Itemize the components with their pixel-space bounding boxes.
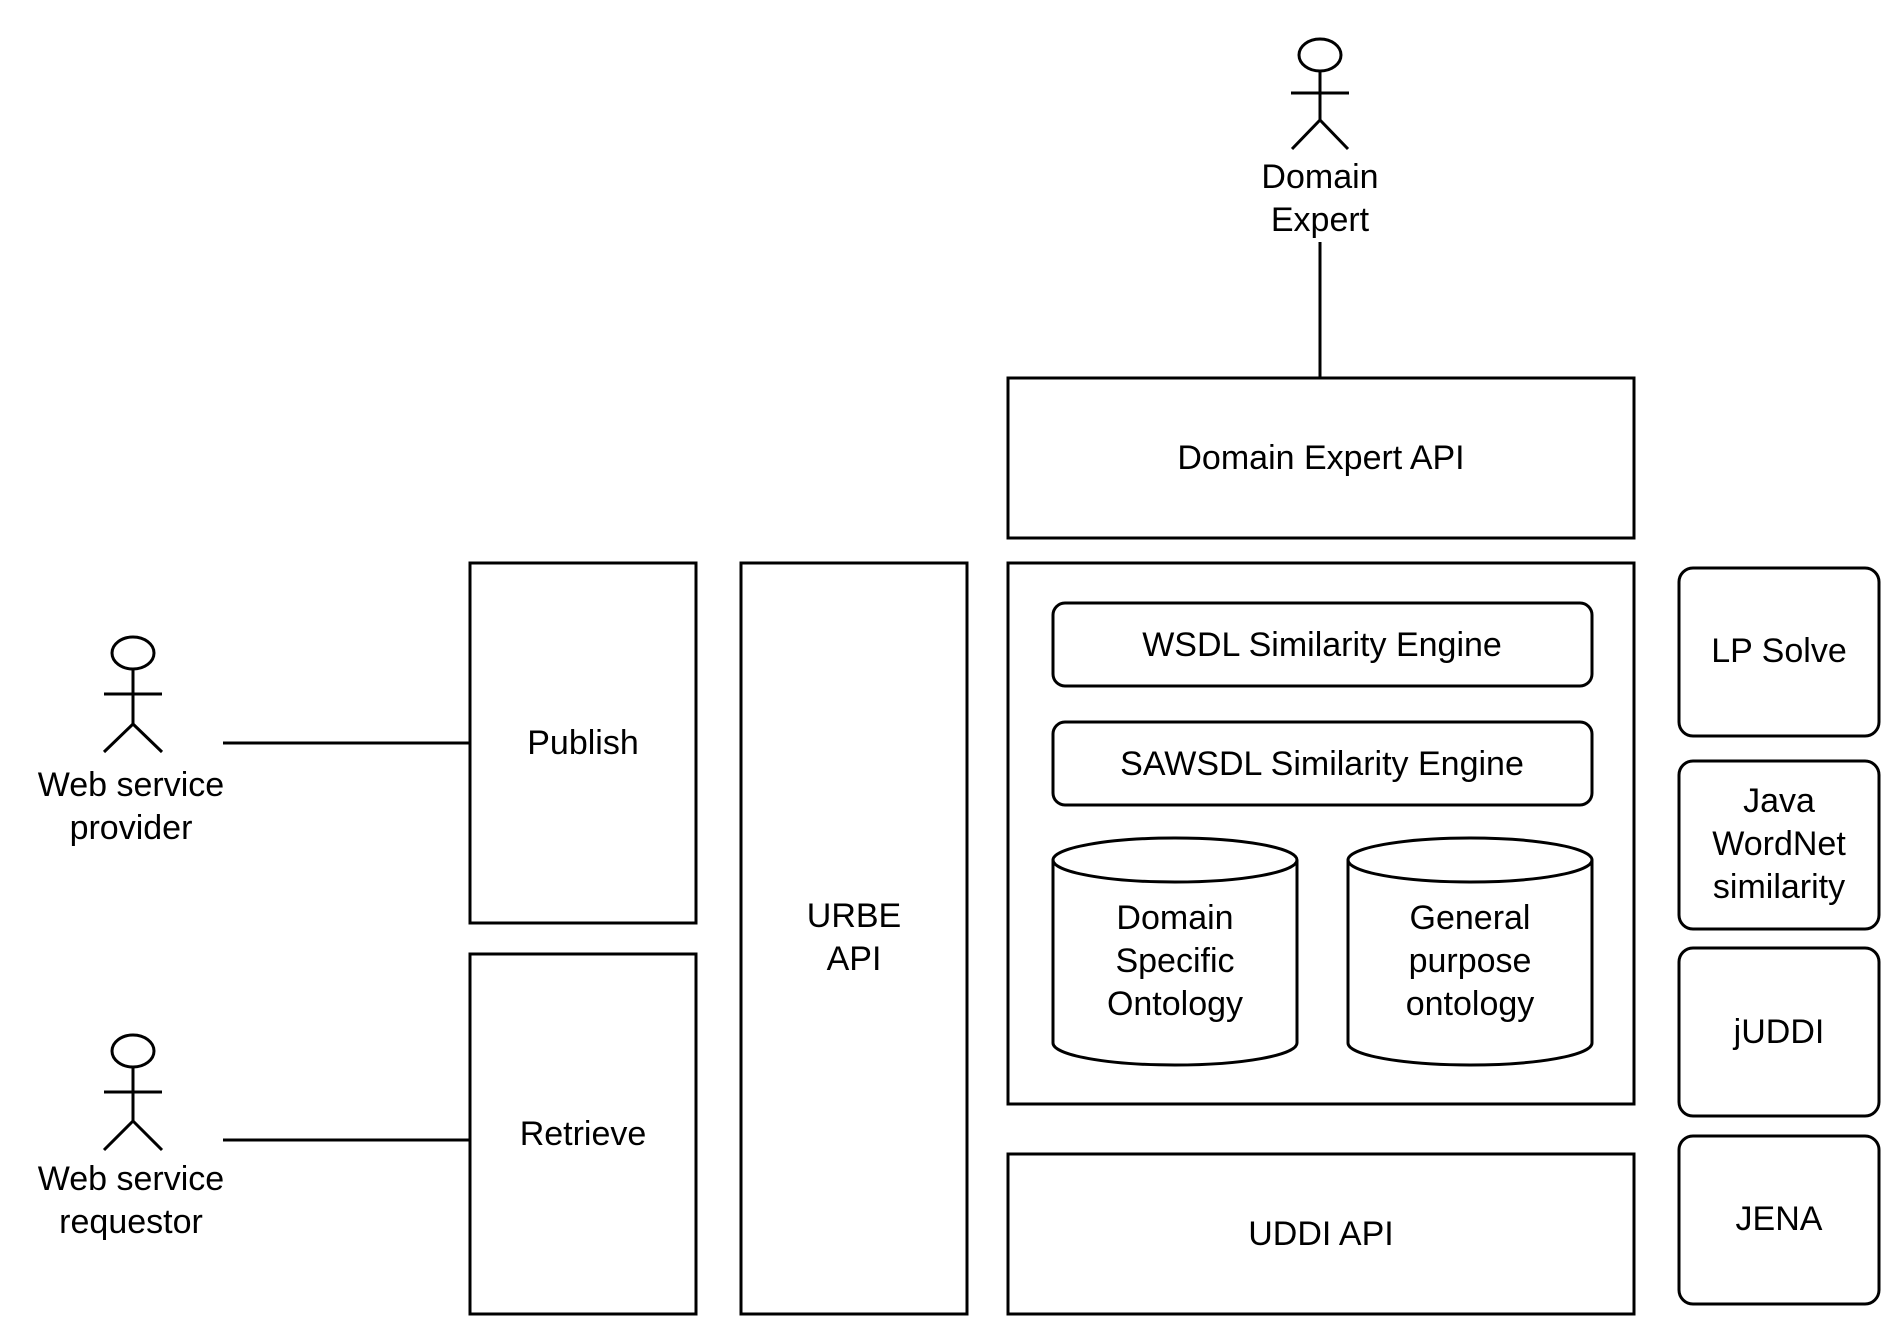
lp-solve-box (1677, 566, 1881, 738)
sawsdl-similarity-engine-box (1051, 720, 1594, 807)
requestor-label-line1: Web service (38, 1160, 224, 1198)
jena-label: JENA (1736, 1200, 1823, 1238)
juddi-box (1677, 946, 1881, 1118)
web-service-requestor-actor (102, 1033, 164, 1152)
general-ontology-label-line2: purpose (1409, 942, 1532, 980)
urbe-api-label-line2: API (827, 940, 882, 978)
uddi-api-label: UDDI API (1248, 1215, 1393, 1253)
java-wordnet-label-line1: Java (1743, 782, 1815, 820)
web-service-provider-actor (102, 635, 164, 754)
provider-label-line1: Web service (38, 766, 224, 804)
juddi-label: jUDDI (1733, 1013, 1825, 1051)
wsdl-similarity-engine-box (1051, 601, 1594, 688)
domain-ontology-label-line3: Ontology (1107, 985, 1243, 1023)
domain-expert-label-line1: Domain (1261, 158, 1378, 196)
domain-ontology-label-line2: Specific (1115, 942, 1234, 980)
lp-solve-label: LP Solve (1711, 632, 1846, 670)
domain-ontology-label-line1: Domain (1116, 899, 1233, 937)
publish-label: Publish (527, 724, 639, 762)
java-wordnet-label-line3: similarity (1713, 868, 1845, 906)
domain-expert-api-box (1006, 376, 1636, 540)
general-purpose-ontology-cylinder (1346, 836, 1594, 1067)
java-wordnet-similarity-box (1677, 759, 1881, 931)
publish-box (468, 561, 698, 925)
sawsdl-similarity-engine-label: SAWSDL Similarity Engine (1120, 745, 1524, 783)
provider-label-line2: provider (70, 809, 193, 847)
wsdl-similarity-engine-label: WSDL Similarity Engine (1142, 626, 1502, 664)
retrieve-label: Retrieve (520, 1115, 647, 1153)
general-ontology-label-line3: ontology (1406, 985, 1535, 1023)
retrieve-box (468, 952, 698, 1316)
java-wordnet-label-line2: WordNet (1712, 825, 1846, 863)
requestor-label-line2: requestor (59, 1203, 203, 1241)
jena-box (1677, 1134, 1881, 1306)
urbe-api-box (739, 561, 969, 1316)
domain-expert-label-line2: Expert (1271, 201, 1370, 239)
general-ontology-label-line1: General (1410, 899, 1531, 937)
domain-expert-actor (1290, 37, 1350, 151)
domain-specific-ontology-cylinder (1051, 836, 1299, 1067)
domain-expert-api-label: Domain Expert API (1177, 439, 1464, 477)
uddi-api-box (1006, 1152, 1636, 1316)
urbe-api-label-line1: URBE (807, 897, 901, 935)
